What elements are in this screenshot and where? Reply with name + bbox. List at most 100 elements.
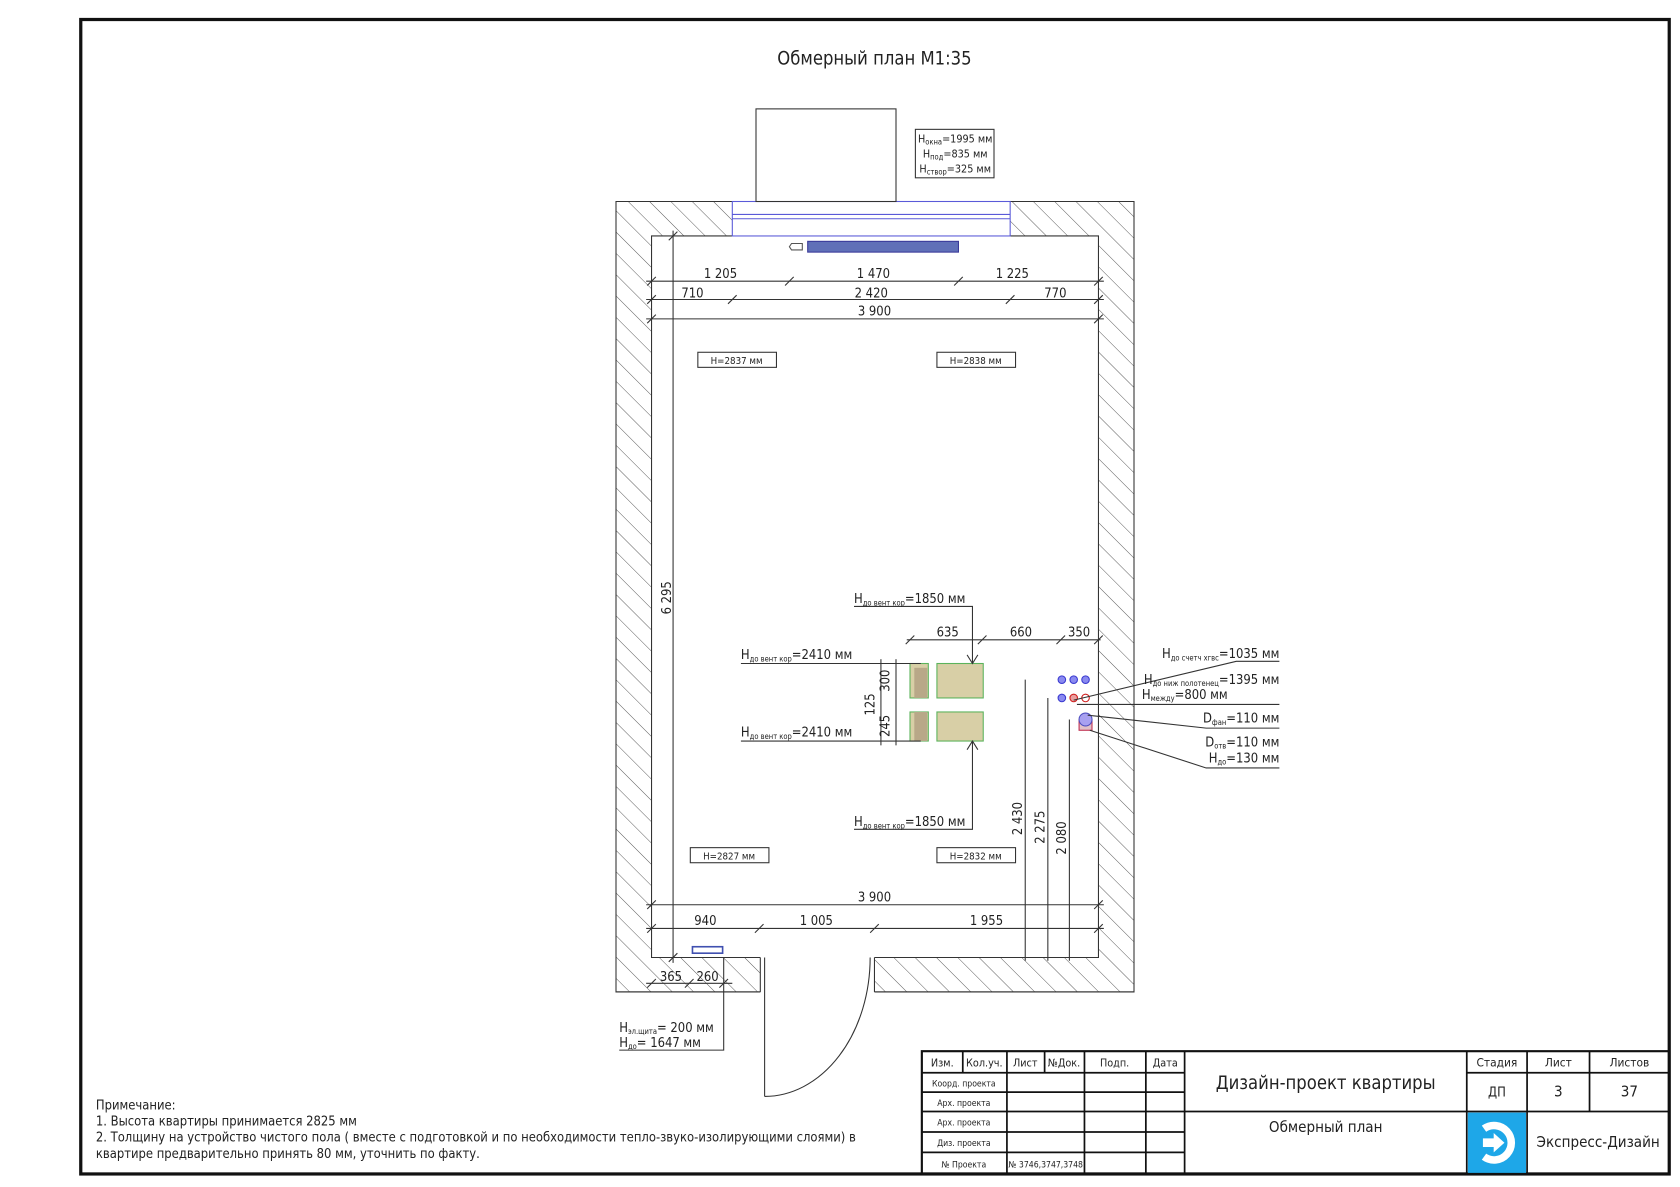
label-text: H [918,132,925,145]
notes: Примечание: 1. Высота квартиры принимает… [96,1098,856,1161]
label-text: Диз. проекта [937,1139,991,1149]
label-text: H [854,815,863,830]
label-text: = 1647 мм [637,1036,701,1051]
label-text: до вент кор [750,654,792,663]
label-text: № 3746,3747,3748 [1008,1161,1083,1171]
label-text: Экспресс-Дизайн [1537,1133,1660,1151]
label-text: №Док. [1048,1056,1080,1069]
label-text: H [1162,647,1171,662]
label-text: H=2838 мм [950,356,1002,367]
label-text: Дата [1153,1056,1178,1069]
label-text: 710 [681,286,703,301]
label-text: до счетч хгвс [1171,653,1219,662]
label-text: ДП [1488,1085,1506,1100]
label-text: H [923,147,930,160]
svg-text:Hмежду=800 мм: Hмежду=800 мм [1142,688,1228,703]
radiator [788,240,959,253]
label-text: 1 225 [996,267,1029,282]
label-text: Лист [1545,1055,1572,1069]
label-text: Дизайн-проект квартиры [1216,1073,1436,1094]
label-text: Изм. [931,1056,954,1069]
label-text: 3 [1554,1082,1563,1100]
window [731,108,1011,253]
label-text: до вент кор [863,821,905,830]
drawing-title: Обмерный план М1:35 [777,49,971,70]
label-text: =110 мм [1226,712,1279,727]
label-text: 2 430 [1011,802,1026,835]
label-text: отв [1214,742,1226,751]
label-text: фан [1212,718,1226,727]
label-text: 2 080 [1055,821,1070,854]
window-info-box: Hокна=1995 мм Hпод=835 мм Hствор=325 мм [914,128,995,179]
label-text: между [1151,694,1175,703]
label-text: до [628,1042,637,1051]
label-text: =1995 мм [942,132,992,145]
label-text: 1 205 [704,267,737,282]
label-text: окна [925,137,942,146]
label-text: 260 [696,970,718,985]
company-logo [1467,1112,1526,1173]
label-text: =835 мм [943,147,987,160]
label-text: 1 470 [857,267,890,282]
label-text: H=2832 мм [950,852,1002,863]
entrance-door [764,957,871,1097]
label-text: 2 275 [1034,811,1049,844]
label-text: =325 мм [947,162,991,175]
label-text: 660 [1010,626,1032,641]
svg-text:Hдо= 1647 мм: Hдо= 1647 мм [619,1036,701,1051]
label-text: 37 [1621,1082,1638,1100]
label-text: Стадия [1477,1055,1518,1069]
label-text: Арх. проекта [937,1119,990,1129]
label-text: до [1217,758,1226,767]
label-text: 2. Толщину на устройство чистого пола ( … [96,1131,856,1146]
svg-text:Hдо вент кор=1850 мм: Hдо вент кор=1850 мм [854,592,965,607]
label-text: =1395 мм [1219,673,1279,688]
top-dimensions: 1 205 1 470 1 225 710 2 420 770 3 900 [646,267,1104,324]
walls [615,200,1135,994]
label-text: H [619,1036,628,1051]
label-text: 3 900 [858,305,891,320]
svg-text:Hдо вент кор=2410 мм: Hдо вент кор=2410 мм [741,648,852,663]
label-text: Арх. проекта [937,1099,990,1109]
label-text: =2410 мм [792,648,852,663]
svg-text:Hдо=130 мм: Hдо=130 мм [1209,752,1280,767]
label-text: квартире предварительно принять 80 мм, у… [96,1147,480,1162]
label-text: створ [927,168,947,177]
label-text: до вент кор [750,732,792,741]
label-text: 1 005 [800,914,833,929]
label-text: Коорд. проекта [932,1080,996,1090]
risers [1057,675,1093,731]
label-text: =2410 мм [792,726,852,741]
label-text: 3 900 [858,891,891,906]
label-text: 1 955 [970,914,1003,929]
svg-text:Hдо счетч хгвс=1035 мм: Hдо счетч хгвс=1035 мм [1162,647,1279,662]
svg-text:Hдо вент кор=1850 мм: Hдо вент кор=1850 мм [854,815,965,830]
label-text: Кол.уч. [966,1056,1003,1069]
label-text: H [741,726,750,741]
bottom-dimensions: 3 900 940 1 005 1 955 365 260 [646,891,1104,989]
label-text: 770 [1044,286,1066,301]
label-text: № Проекта [941,1161,986,1171]
svg-text:Hдо вент кор=2410 мм: Hдо вент кор=2410 мм [741,726,852,741]
sheet-frame [79,17,1671,1176]
label-text: 2 420 [855,286,888,301]
svg-text:Hдо ниж полотенец=1395 мм: Hдо ниж полотенец=1395 мм [1144,673,1280,688]
label-text: =130 мм [1226,752,1279,767]
svg-text:Hствор=325 мм: Hствор=325 мм [919,162,991,176]
label-text: H [619,1021,628,1036]
label-text: до вент кор [863,598,905,607]
label-text: =110 мм [1226,735,1279,750]
label-text: 1. Высота квартиры принимается 2825 мм [96,1115,357,1130]
label-text: 350 [1068,626,1090,641]
label-text: 245 [879,715,894,737]
label-text: H [1209,752,1218,767]
label-text: 365 [660,970,682,985]
label-text: D [1205,735,1214,750]
label-text: 125 [863,693,878,715]
label-text: Обмерный план [1269,1118,1383,1136]
label-text: Примечание: [96,1098,176,1113]
label-text: H=2827 мм [703,852,755,863]
label-text: =1850 мм [905,592,965,607]
svg-text:Hокна=1995 мм: Hокна=1995 мм [918,132,992,146]
